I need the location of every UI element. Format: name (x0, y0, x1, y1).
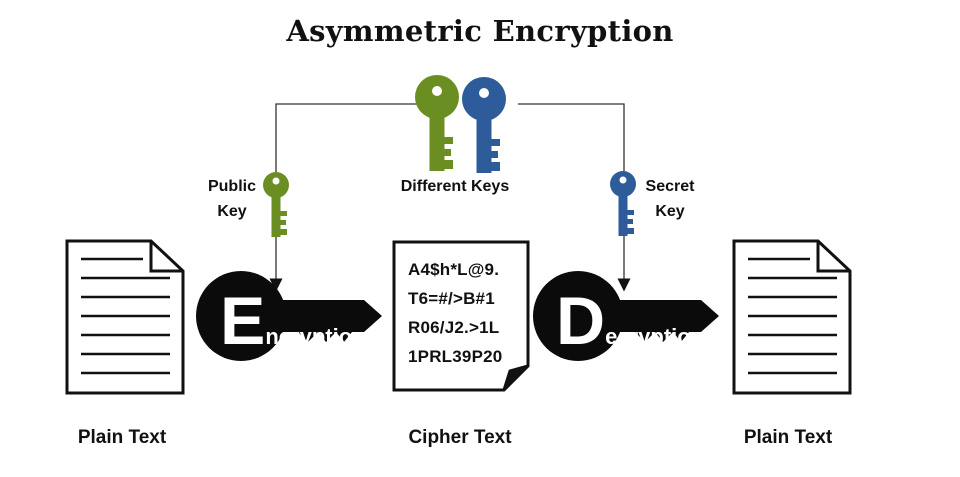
plain-text-document-icon-left (65, 239, 185, 395)
connector-lines (269, 103, 631, 292)
encryption-initial: E (220, 283, 266, 359)
diagram-title: Asymmetric Encryption (286, 14, 674, 48)
blue-key-icon (462, 77, 506, 173)
cipher-text-block: A4$h*L@9. T6=#/>B#1 R06/J2.>1L 1PRL39P20 (394, 260, 528, 390)
secret-key-label: Secret Key (634, 174, 706, 224)
public-key-icon (263, 172, 289, 237)
encryption-label: Encryption (220, 287, 366, 355)
decryption-key-icon (533, 271, 719, 361)
cipher-line-2: T6=#/>B#1 (408, 289, 495, 308)
cipher-document-icon (392, 240, 530, 392)
decryption-initial: D (556, 283, 606, 359)
decryption-label: Decryption (556, 287, 704, 355)
decryption-rest: ecryption (605, 324, 705, 349)
cipher-line-3: R06/J2.>1L (408, 318, 500, 337)
encryption-key-icon (196, 271, 382, 361)
cipher-line-4: 1PRL39P20 (408, 347, 503, 366)
plain-text-document-icon-right (732, 239, 852, 395)
green-key-icon (415, 75, 459, 171)
secret-key-icon (610, 171, 636, 236)
cipher-text-caption: Cipher Text (408, 427, 512, 448)
public-key-label-line1: Public (207, 178, 256, 195)
cipher-line-1: A4$h*L@9. (408, 260, 500, 279)
public-key-label-line2: Key (217, 203, 247, 220)
secret-key-label-line2: Key (655, 203, 685, 220)
different-keys-label: Different Keys (400, 178, 510, 195)
encryption-rest: ncryption (265, 324, 366, 349)
secret-key-label-line1: Secret (645, 178, 695, 195)
plain-text-caption-right: Plain Text (743, 427, 833, 448)
public-key-label: Public Key (196, 174, 268, 224)
plain-text-caption-left: Plain Text (77, 427, 167, 448)
